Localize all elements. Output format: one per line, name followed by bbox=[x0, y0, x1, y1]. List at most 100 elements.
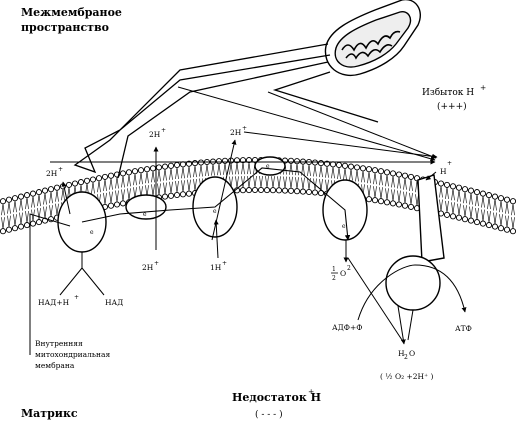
lipid-head bbox=[215, 158, 223, 165]
lipid-tail bbox=[283, 176, 287, 189]
cytochrome-c-carrier bbox=[254, 156, 286, 176]
lipid-head bbox=[179, 191, 187, 198]
lipid-tail bbox=[379, 173, 383, 186]
lipid-head bbox=[497, 225, 505, 232]
lipid-head bbox=[437, 180, 445, 187]
half-o2-label: 1 2 O 2 bbox=[331, 265, 351, 282]
lipid-head bbox=[113, 201, 121, 208]
svg-text:+: + bbox=[222, 260, 227, 267]
lipid-head bbox=[239, 187, 247, 194]
lipid-head bbox=[467, 187, 475, 194]
lipid-head bbox=[275, 187, 283, 194]
lipid-tail bbox=[451, 202, 455, 214]
lipid-tail bbox=[97, 180, 101, 193]
lipid-head bbox=[341, 162, 349, 169]
lipid-head bbox=[509, 228, 516, 235]
lipid-head bbox=[449, 213, 457, 220]
lipid-head bbox=[311, 189, 319, 196]
lipid-tail bbox=[109, 178, 113, 190]
lipid-tail bbox=[481, 196, 485, 208]
lipid-head bbox=[317, 190, 325, 197]
lipid-tail bbox=[139, 172, 143, 185]
lipid-tail bbox=[151, 184, 155, 196]
lipid-tail bbox=[391, 175, 395, 188]
svg-text:O: O bbox=[340, 269, 346, 278]
lipid-tail bbox=[49, 191, 53, 204]
lipid-head bbox=[371, 197, 379, 204]
lipid-tail bbox=[151, 170, 155, 183]
lipid-head bbox=[239, 157, 247, 164]
lipid-head bbox=[293, 188, 301, 195]
svg-text:H: H bbox=[398, 349, 405, 358]
inner-membrane-label: Внутренняя митохондриальная мембрана bbox=[35, 339, 110, 370]
lipid-tail bbox=[373, 186, 377, 198]
lipid-tail bbox=[31, 196, 35, 208]
lipid-tail bbox=[439, 185, 443, 198]
lipid-tail bbox=[19, 212, 23, 225]
svg-text:+: + bbox=[242, 125, 247, 132]
lipid-tail bbox=[241, 176, 245, 188]
lipid-head bbox=[167, 162, 175, 169]
atp-synthase-flows bbox=[347, 171, 467, 345]
lipid-tail bbox=[259, 175, 263, 188]
lipid-tail bbox=[439, 199, 443, 212]
lipid-tail bbox=[403, 191, 407, 204]
lipid-tail bbox=[163, 169, 167, 181]
svg-text:+: + bbox=[308, 387, 314, 396]
lipid-head bbox=[41, 187, 49, 194]
lipid-head bbox=[449, 183, 457, 190]
lipid-tail bbox=[121, 175, 125, 188]
lipid-head bbox=[503, 226, 511, 233]
lipid-tail bbox=[289, 176, 293, 189]
lipid-head bbox=[389, 200, 397, 207]
proton-labels: 2H+ 2H+ 2H+ 2H+ 1H+ H+ bbox=[46, 125, 452, 272]
lipid-head bbox=[131, 168, 139, 175]
lipid-head bbox=[443, 211, 451, 218]
lipid-tail bbox=[445, 200, 449, 213]
lipid-head bbox=[83, 177, 91, 184]
atp-label: АТФ bbox=[455, 324, 472, 333]
lipid-tail bbox=[247, 162, 251, 175]
lipid-tail bbox=[295, 163, 299, 176]
lipid-tail bbox=[469, 193, 473, 205]
lipid-tail bbox=[475, 208, 479, 220]
lipid-head bbox=[389, 170, 397, 177]
lipid-tail bbox=[313, 164, 317, 177]
lipid-head bbox=[269, 187, 277, 194]
svg-text:(+++): (+++) bbox=[437, 101, 467, 112]
lipid-tail bbox=[445, 187, 449, 199]
svg-text:e: e bbox=[213, 208, 217, 215]
intermembrane-space-label-line1: Межмембраное bbox=[21, 6, 122, 19]
lipid-head bbox=[455, 184, 463, 191]
lipid-tail bbox=[343, 168, 347, 180]
adp-p-label: АДФ+Ф bbox=[332, 323, 363, 332]
lipid-head bbox=[191, 160, 199, 167]
lipid-head bbox=[155, 164, 163, 171]
lipid-head bbox=[71, 180, 79, 187]
lipid-tail bbox=[121, 189, 125, 201]
lipid-head bbox=[11, 195, 19, 202]
lipid-tail bbox=[493, 212, 497, 225]
lipid-head bbox=[245, 157, 253, 164]
lipid-tail bbox=[181, 180, 185, 192]
lipid-tail bbox=[61, 188, 65, 201]
lipid-head bbox=[107, 202, 115, 209]
lipid-head bbox=[485, 192, 493, 199]
lipid-tail bbox=[511, 217, 515, 229]
nad-reaction-lines bbox=[29, 213, 105, 355]
lipid-tail bbox=[307, 177, 311, 190]
lipid-tail bbox=[409, 179, 413, 191]
lipid-tail bbox=[367, 171, 371, 184]
lipid-tail bbox=[295, 177, 299, 189]
svg-text:2H: 2H bbox=[46, 169, 58, 178]
lipid-head bbox=[365, 166, 373, 173]
svg-text:Избыток H: Избыток H bbox=[422, 87, 474, 98]
lipid-head bbox=[5, 196, 13, 203]
matrix-label: Матрикс bbox=[21, 407, 78, 420]
svg-text:мембрана: мембрана bbox=[35, 361, 75, 370]
lipid-head bbox=[119, 200, 127, 207]
lipid-tail bbox=[487, 197, 491, 210]
lipid-head bbox=[0, 228, 7, 235]
svg-text:митохондриальная: митохондриальная bbox=[35, 350, 110, 359]
nad-label: НАД bbox=[105, 298, 123, 307]
